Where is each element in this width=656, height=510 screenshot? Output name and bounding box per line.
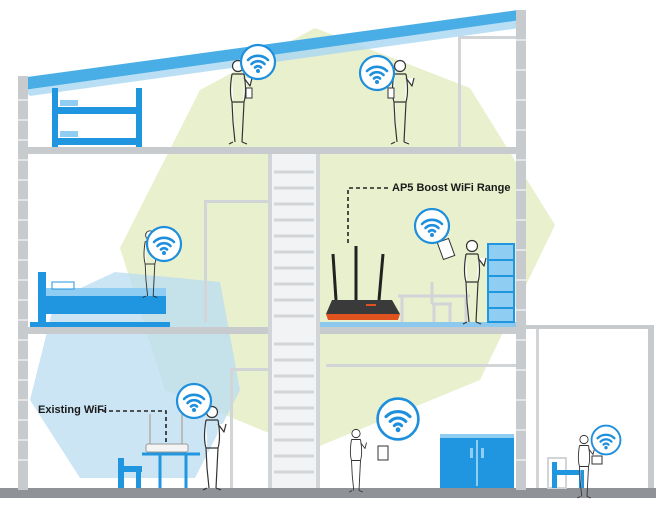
cabinet-icon: [440, 434, 514, 488]
annex-wall: [526, 325, 652, 329]
wifi-icon: [175, 382, 213, 420]
bookshelf-icon: [487, 243, 515, 323]
wifi-icon: [376, 397, 420, 441]
chair-icon: [118, 458, 142, 488]
ap5-callout-line: [347, 187, 388, 246]
chair-icon: [430, 282, 452, 322]
ap5-label: AP5 Boost WiFi Range: [392, 182, 511, 194]
wifi-icon: [239, 43, 277, 81]
ladder-icon: [272, 154, 316, 488]
existing-wifi-label: Existing WiFi: [38, 404, 107, 416]
desk-icon: [142, 452, 200, 488]
router-icon: [145, 414, 189, 453]
left-wall-marks: [18, 99, 28, 461]
person-icon: [348, 428, 367, 493]
left-wall: [18, 76, 28, 490]
chair-icon: [552, 462, 584, 488]
second-floor-blue-strip: [30, 322, 170, 327]
wifi-icon: [590, 424, 622, 456]
ground: [0, 488, 656, 498]
attic-floor: [28, 147, 516, 154]
desk-icon: [398, 294, 470, 322]
wifi-icon: [358, 54, 396, 92]
bed-icon: [38, 272, 166, 322]
wifi-icon: [413, 207, 451, 245]
existing-callout-line: [102, 410, 167, 444]
router-icon: [326, 246, 400, 320]
wifi-icon: [145, 225, 183, 263]
bunk-bed-icon: [52, 88, 142, 147]
